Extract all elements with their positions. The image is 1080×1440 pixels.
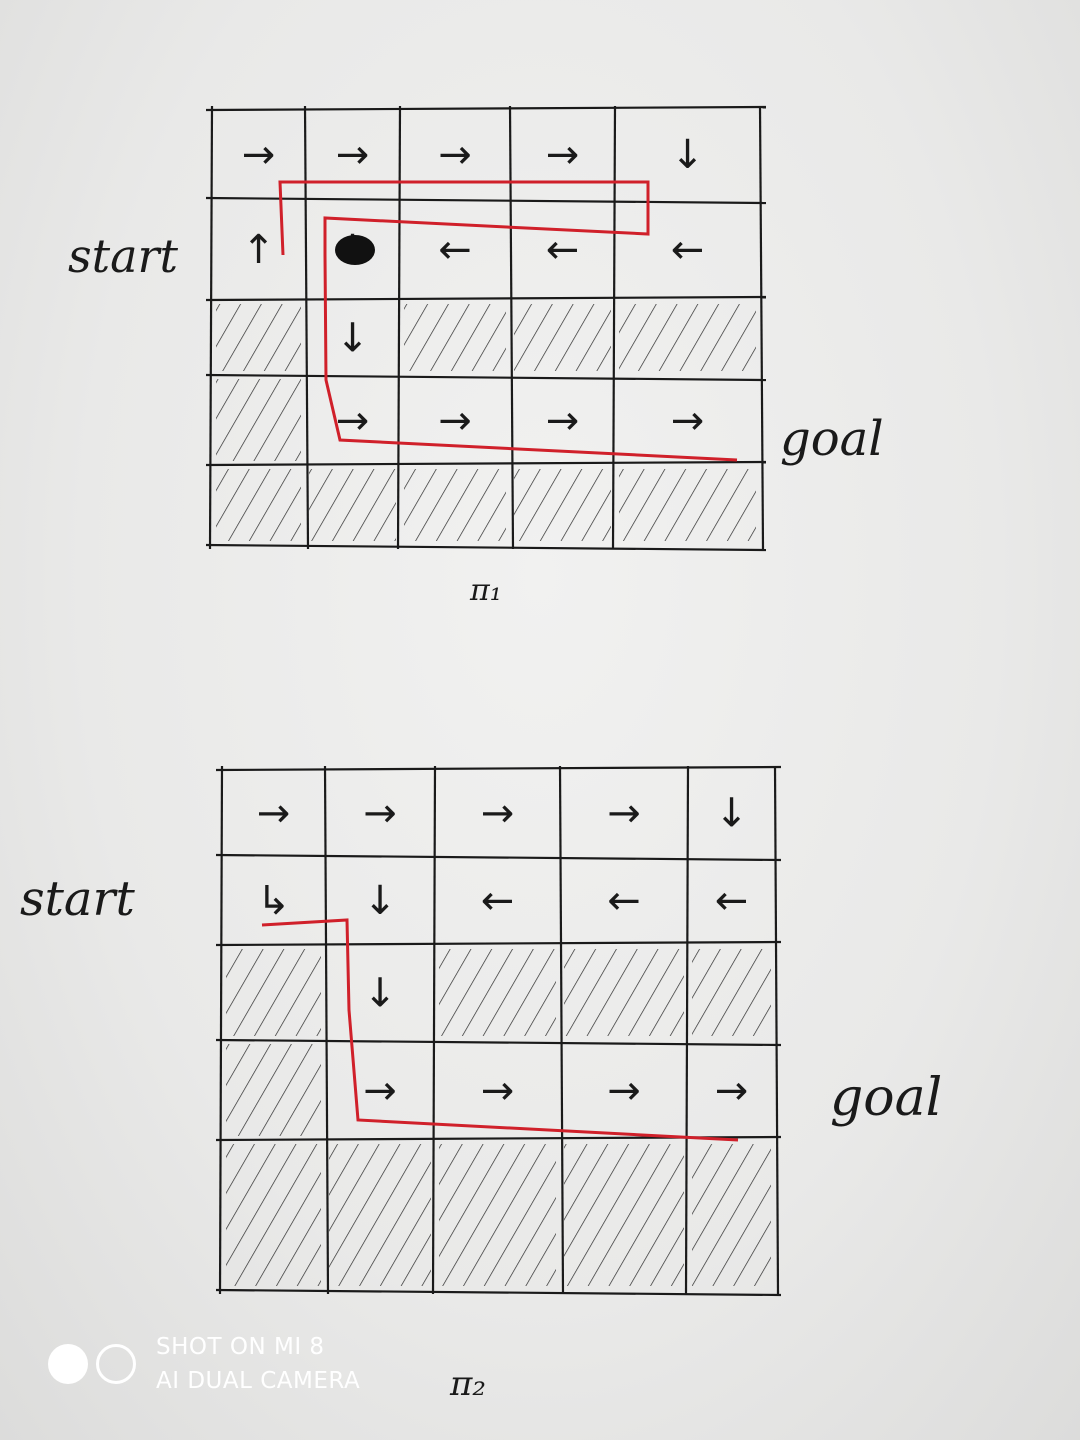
caption-2: π₂ bbox=[449, 1364, 486, 1404]
grid-line-vertical bbox=[396, 105, 402, 550]
policy-arrow: ↳ bbox=[257, 878, 291, 924]
obstacle-cell bbox=[404, 304, 506, 371]
grid-line-vertical bbox=[303, 105, 310, 550]
policy-arrow: → bbox=[715, 1068, 749, 1114]
goal-label-1: goal bbox=[780, 411, 884, 467]
grid-line-vertical bbox=[684, 765, 690, 1295]
policy-arrow: → bbox=[671, 398, 705, 444]
path-line-1 bbox=[278, 180, 738, 462]
policy-arrow: → bbox=[257, 791, 291, 837]
policy-arrow: → bbox=[336, 398, 370, 444]
policy-arrow: ↓ bbox=[671, 132, 705, 178]
policy-arrow: ↑ bbox=[242, 227, 276, 273]
policy-arrow: ↓ bbox=[363, 971, 397, 1017]
obstacle-cell bbox=[439, 949, 556, 1036]
path-line-2 bbox=[261, 918, 739, 1142]
policy-arrow: ↓ bbox=[715, 791, 749, 837]
filled-circle-icon bbox=[48, 1344, 88, 1384]
policy-grid-2: → → → → ↓ ↳ ↓ ← ← ← ↓ → → → → bbox=[215, 765, 782, 1297]
policy-arrow: → bbox=[363, 1068, 397, 1114]
ring-circle-icon bbox=[96, 1344, 136, 1384]
grid-line-horizontal bbox=[215, 853, 782, 862]
start-label-1: start bbox=[68, 229, 179, 283]
goal-label-2: goal bbox=[830, 1068, 942, 1128]
obstacle-cell bbox=[329, 1144, 431, 1286]
obstacle-cell bbox=[216, 469, 301, 541]
obstacle-cell bbox=[514, 469, 611, 541]
scribble-mark bbox=[335, 235, 375, 265]
watermark-line-2: AI DUAL CAMERA bbox=[156, 1368, 361, 1394]
grid-line-horizontal bbox=[205, 460, 767, 467]
caption-1: π₁ bbox=[469, 573, 502, 608]
obstacle-cell bbox=[216, 379, 301, 461]
watermark-logo bbox=[48, 1344, 136, 1384]
policy-arrow: → bbox=[438, 132, 472, 178]
grid-line-horizontal bbox=[215, 1288, 782, 1297]
policy-arrow: ← bbox=[671, 227, 705, 273]
watermark-line-1: SHOT ON MI 8 bbox=[156, 1334, 325, 1360]
policy-arrow: → bbox=[607, 1068, 641, 1114]
obstacle-cell bbox=[439, 1144, 556, 1286]
policy-arrow: → bbox=[363, 791, 397, 837]
grid-line-horizontal bbox=[205, 105, 767, 112]
grid-line-vertical bbox=[558, 765, 565, 1295]
obstacle-cell bbox=[309, 469, 396, 541]
grid-line-vertical bbox=[773, 765, 780, 1295]
grid-line-vertical bbox=[431, 765, 437, 1295]
obstacle-cell bbox=[619, 469, 756, 541]
camera-watermark: SHOT ON MI 8 AI DUAL CAMERA bbox=[48, 1330, 360, 1398]
grid-line-vertical bbox=[208, 105, 214, 550]
grid-line-vertical bbox=[323, 765, 330, 1295]
obstacle-cell bbox=[226, 1144, 321, 1286]
policy-arrow: → bbox=[481, 791, 515, 837]
policy-grid-1: →→→→↓↑↓←←←↓→→→→ bbox=[205, 105, 767, 552]
policy-arrow: ← bbox=[438, 227, 472, 273]
obstacle-cell bbox=[564, 949, 684, 1036]
grid-line-horizontal bbox=[215, 765, 782, 772]
grid-line-vertical bbox=[611, 105, 617, 550]
policy-arrow: ↓ bbox=[336, 316, 370, 362]
policy-arrow: ← bbox=[481, 878, 515, 924]
policy-arrow: ↓ bbox=[363, 878, 397, 924]
grid-line-vertical bbox=[218, 765, 224, 1295]
obstacle-cell bbox=[619, 304, 756, 371]
obstacle-cell bbox=[226, 1044, 321, 1136]
policy-arrow: → bbox=[607, 791, 641, 837]
grid-line-horizontal bbox=[205, 373, 767, 382]
policy-arrow: → bbox=[546, 398, 580, 444]
grid-line-vertical bbox=[758, 105, 765, 550]
policy-arrow: ← bbox=[607, 878, 641, 924]
grid-line-horizontal bbox=[205, 543, 767, 552]
policy-arrow: → bbox=[481, 1068, 515, 1114]
policy-arrow: → bbox=[546, 132, 580, 178]
obstacle-cell bbox=[226, 949, 321, 1036]
obstacle-cell bbox=[564, 1144, 684, 1286]
grid-line-vertical bbox=[508, 105, 515, 550]
obstacle-cell bbox=[692, 1144, 771, 1286]
obstacle-cell bbox=[404, 469, 506, 541]
start-label-2: start bbox=[20, 871, 135, 927]
policy-arrow: ← bbox=[546, 227, 580, 273]
grid-line-horizontal bbox=[205, 196, 767, 205]
policy-arrow: ← bbox=[715, 878, 749, 924]
obstacle-cell bbox=[692, 949, 771, 1036]
policy-arrow: → bbox=[242, 132, 276, 178]
grid-line-horizontal bbox=[215, 1038, 782, 1047]
obstacle-cell bbox=[514, 304, 611, 371]
grid-line-horizontal bbox=[215, 940, 782, 947]
policy-arrow: → bbox=[336, 132, 370, 178]
obstacle-cell bbox=[216, 304, 301, 371]
grid-line-horizontal bbox=[205, 295, 767, 302]
policy-arrow: → bbox=[438, 398, 472, 444]
